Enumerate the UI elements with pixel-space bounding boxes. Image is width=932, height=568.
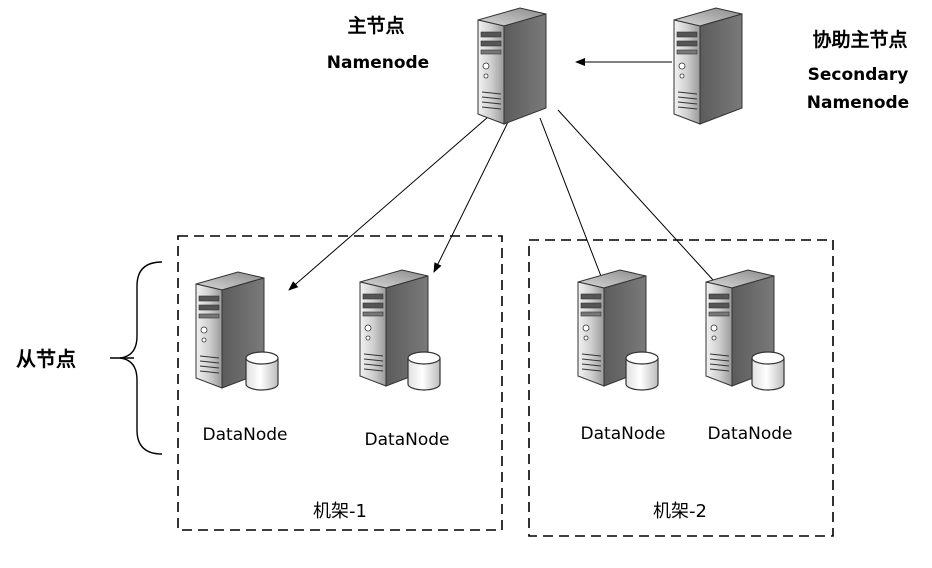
- database-icon: [751, 351, 785, 391]
- arrow-master-to-datanode-4: [557, 109, 725, 293]
- datanode-label: DataNode: [708, 424, 793, 444]
- slaves-label: 从节点: [16, 347, 76, 371]
- database-icon: [625, 351, 659, 391]
- secondary-line2: Namenode: [807, 93, 909, 113]
- rack-2-box: [528, 239, 834, 537]
- database-icon: [245, 351, 279, 391]
- rack-1-label: 机架-1: [313, 501, 367, 522]
- arrow-master-to-datanode-1: [288, 109, 497, 291]
- secondary-namenode-server-icon: [673, 7, 743, 125]
- datanode-server-icon: [359, 269, 441, 391]
- datanode-label: DataNode: [581, 424, 666, 444]
- secondary-title: 协助主节点: [812, 28, 907, 51]
- arrow-master-to-datanode-2: [433, 117, 511, 273]
- secondary-line1: Secondary: [808, 65, 909, 85]
- namenode-server-icon: [477, 7, 547, 125]
- datanode-label: DataNode: [203, 425, 288, 445]
- rack-2-label: 机架-2: [653, 501, 707, 522]
- database-icon: [407, 351, 441, 391]
- arrow-master-to-datanode-3: [539, 117, 605, 285]
- datanode-server-icon: [195, 271, 279, 391]
- datanode-server-icon: [577, 269, 659, 391]
- master-subtitle: Namenode: [327, 53, 429, 73]
- rack-1-box: [177, 235, 503, 531]
- datanode-label: DataNode: [365, 430, 450, 450]
- datanode-server-icon: [705, 269, 785, 391]
- master-title: 主节点: [347, 15, 404, 37]
